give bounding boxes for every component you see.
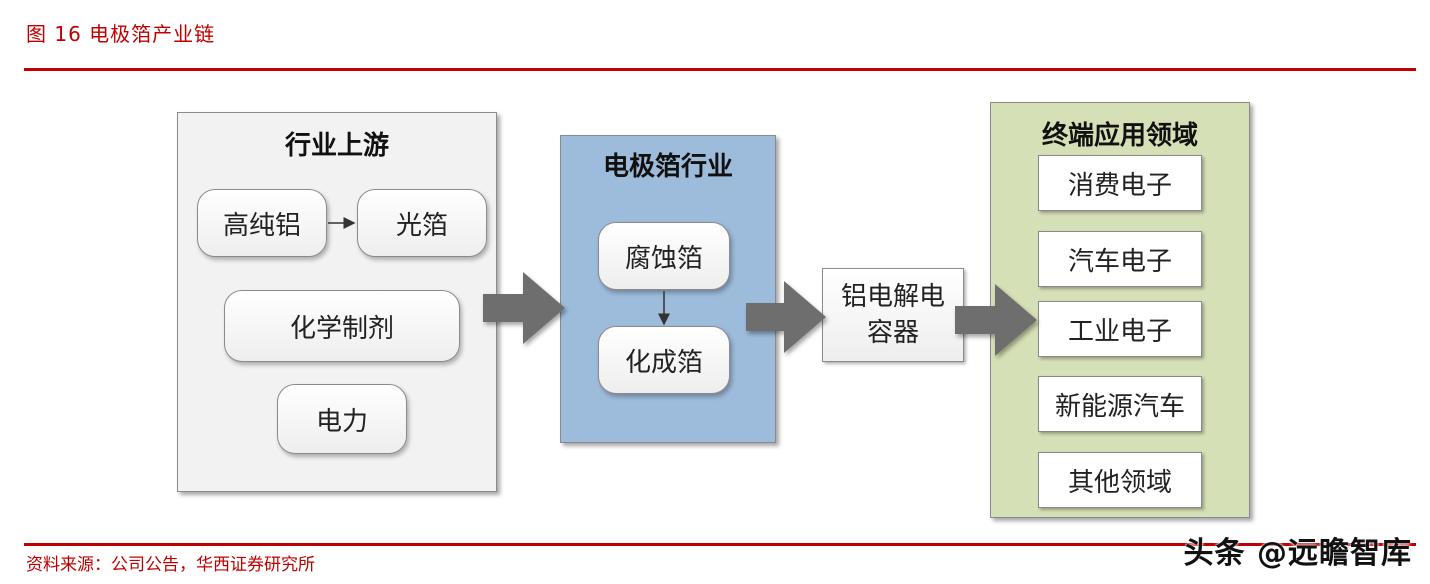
app-new-energy-vehicles: 新能源汽车 <box>1038 376 1202 432</box>
node-etched-foil: 腐蚀箔 <box>598 222 730 290</box>
node-electricity: 电力 <box>277 384 407 454</box>
capacitor-label-line2: 容器 <box>866 318 919 348</box>
bottom-divider <box>24 543 1416 546</box>
node-light-foil: 光箔 <box>357 189 487 257</box>
figure-title: 图 16 电极箔产业链 <box>26 22 216 46</box>
source-note: 资料来源：公司公告，华西证券研究所 <box>26 555 315 575</box>
applications-title: 终端应用领域 <box>1041 121 1198 151</box>
block-arrow-electrode-to-capacitor <box>746 281 826 353</box>
app-automotive-electronics: 汽车电子 <box>1038 231 1202 287</box>
app-consumer-electronics: 消费电子 <box>1038 155 1202 211</box>
node-formed-foil: 化成箔 <box>598 326 730 394</box>
capacitor-box: 铝电解电 容器 <box>822 268 964 362</box>
block-arrow-upstream-to-electrode <box>483 272 565 344</box>
top-divider <box>24 68 1416 71</box>
node-high-purity-aluminum: 高纯铝 <box>197 189 327 257</box>
electrode-foil-title: 电极箔行业 <box>602 152 733 182</box>
node-chemical-agent: 化学制剂 <box>224 290 460 362</box>
watermark: 头条 @远瞻智库 <box>1183 536 1412 571</box>
app-other-fields: 其他领域 <box>1038 452 1202 508</box>
block-arrow-capacitor-to-applications <box>955 284 1037 356</box>
capacitor-label-line1: 铝电解电 <box>840 282 945 312</box>
app-industrial-electronics: 工业电子 <box>1038 301 1202 357</box>
upstream-title: 行业上游 <box>284 131 389 161</box>
